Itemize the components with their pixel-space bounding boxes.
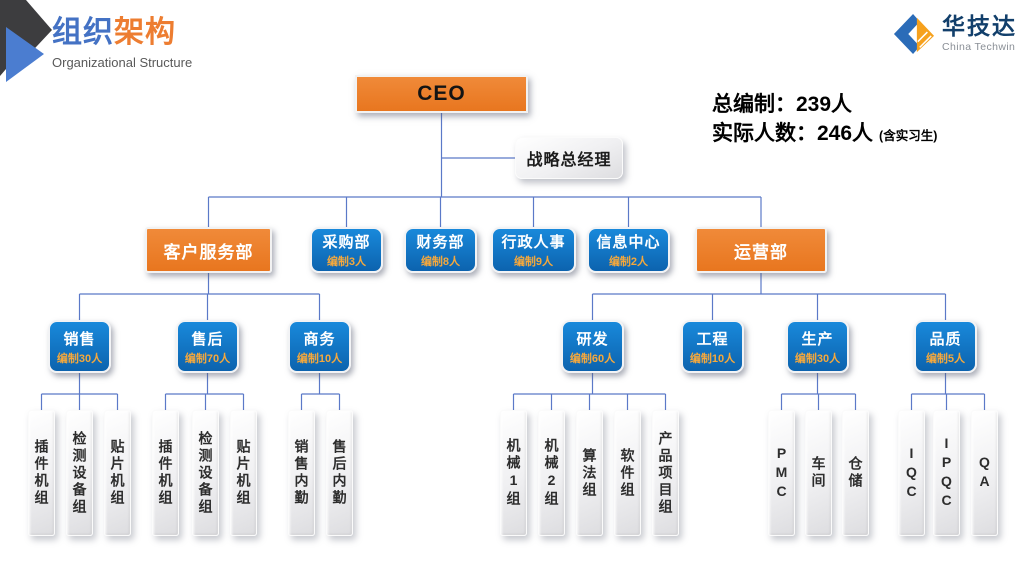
org-node-headcount: 编制2人	[609, 253, 648, 269]
org-node-headcount: 编制9人	[514, 253, 553, 269]
org-node-sales-plugin: 插件机组	[28, 410, 55, 536]
org-node-product-project: 产品项目组	[652, 410, 679, 536]
org-node-label: IPQC	[940, 435, 954, 511]
org-node-engineering: 工程编制10人	[681, 320, 744, 373]
org-node-warehouse: 仓储	[842, 410, 869, 536]
org-node-label: 销售	[63, 328, 95, 349]
org-node-label: 产品项目组	[659, 431, 673, 516]
org-node-after-sales: 售后编制70人	[176, 320, 239, 373]
org-node-mech2: 机械2组	[538, 410, 565, 536]
org-node-iqc: IQC	[898, 410, 925, 536]
org-node-after-smt: 贴片机组	[230, 410, 257, 536]
org-node-production: 生产编制30人	[786, 320, 849, 373]
org-node-headcount: 编制30人	[795, 350, 840, 366]
org-node-sales-testing: 检测设备组	[66, 410, 93, 536]
org-node-label: 机械1组	[507, 438, 521, 508]
org-node-label: IQC	[905, 445, 919, 502]
org-node-label: 机械2组	[545, 438, 559, 508]
org-node-label: 战略总经理	[526, 146, 611, 170]
org-node-label: 车间	[812, 456, 826, 490]
org-node-headcount: 编制60人	[570, 350, 615, 366]
org-node-headcount: 编制10人	[690, 350, 735, 366]
org-node-label: 贴片机组	[237, 439, 251, 507]
org-node-label: 仓储	[849, 456, 863, 490]
org-node-headcount: 编制70人	[185, 350, 230, 366]
org-node-info-center: 信息中心编制2人	[587, 227, 670, 273]
org-node-workshop: 车间	[805, 410, 832, 536]
org-node-ipqc: IPQC	[933, 410, 960, 536]
org-node-label: 插件机组	[159, 439, 173, 507]
org-node-sales: 销售编制30人	[48, 320, 111, 373]
org-node-headcount: 编制10人	[297, 350, 342, 366]
org-node-procurement: 采购部编制3人	[310, 227, 383, 273]
org-node-label: 售后	[191, 328, 223, 349]
org-node-label: 财务部	[416, 231, 464, 252]
org-node-headcount: 编制8人	[421, 253, 460, 269]
org-node-after-testing: 检测设备组	[192, 410, 219, 536]
org-node-pmc: PMC	[768, 410, 795, 536]
org-node-ceo: CEO	[355, 75, 528, 113]
org-node-customer-service: 客户服务部	[145, 227, 272, 273]
org-node-software: 软件组	[614, 410, 641, 536]
org-node-sales-support: 销售内勤	[288, 410, 315, 536]
org-node-aftersales-support: 售后内勤	[326, 410, 353, 536]
org-node-hr-admin: 行政人事编制9人	[491, 227, 576, 273]
org-node-label: 信息中心	[596, 231, 660, 252]
org-node-strategy-gm: 战略总经理	[515, 137, 623, 179]
org-node-rnd: 研发编制60人	[561, 320, 624, 373]
org-node-label: 售后内勤	[333, 439, 347, 507]
org-node-label: 销售内勤	[295, 439, 309, 507]
org-node-algorithm: 算法组	[576, 410, 603, 536]
org-node-label: 工程	[696, 328, 728, 349]
org-node-headcount: 编制30人	[57, 350, 102, 366]
org-node-label: 商务	[303, 328, 335, 349]
org-node-label: 采购部	[322, 231, 370, 252]
org-node-qa: QA	[971, 410, 998, 536]
org-node-label: 运营部	[734, 238, 788, 263]
org-node-after-plugin: 插件机组	[152, 410, 179, 536]
org-node-label: 品质	[929, 328, 961, 349]
org-node-label: QA	[978, 454, 992, 492]
org-node-label: 贴片机组	[111, 439, 125, 507]
org-node-label: 客户服务部	[164, 238, 254, 263]
org-node-finance: 财务部编制8人	[404, 227, 477, 273]
org-node-headcount: 编制5人	[926, 350, 965, 366]
org-node-headcount: 编制3人	[327, 253, 366, 269]
org-node-mech1: 机械1组	[500, 410, 527, 536]
org-node-label: 生产	[801, 328, 833, 349]
org-node-label: 检测设备组	[73, 431, 87, 516]
org-node-label: 算法组	[583, 448, 597, 499]
org-node-operations: 运营部	[695, 227, 827, 273]
org-node-label: 检测设备组	[199, 431, 213, 516]
org-node-label: 行政人事	[501, 231, 565, 252]
org-node-label: 研发	[576, 328, 608, 349]
org-node-label: PMC	[775, 445, 789, 502]
org-node-label: CEO	[417, 82, 466, 106]
org-node-commerce: 商务编制10人	[288, 320, 351, 373]
org-node-quality: 品质编制5人	[914, 320, 977, 373]
org-node-label: 插件机组	[35, 439, 49, 507]
org-node-label: 软件组	[621, 448, 635, 499]
org-node-sales-smt: 贴片机组	[104, 410, 131, 536]
